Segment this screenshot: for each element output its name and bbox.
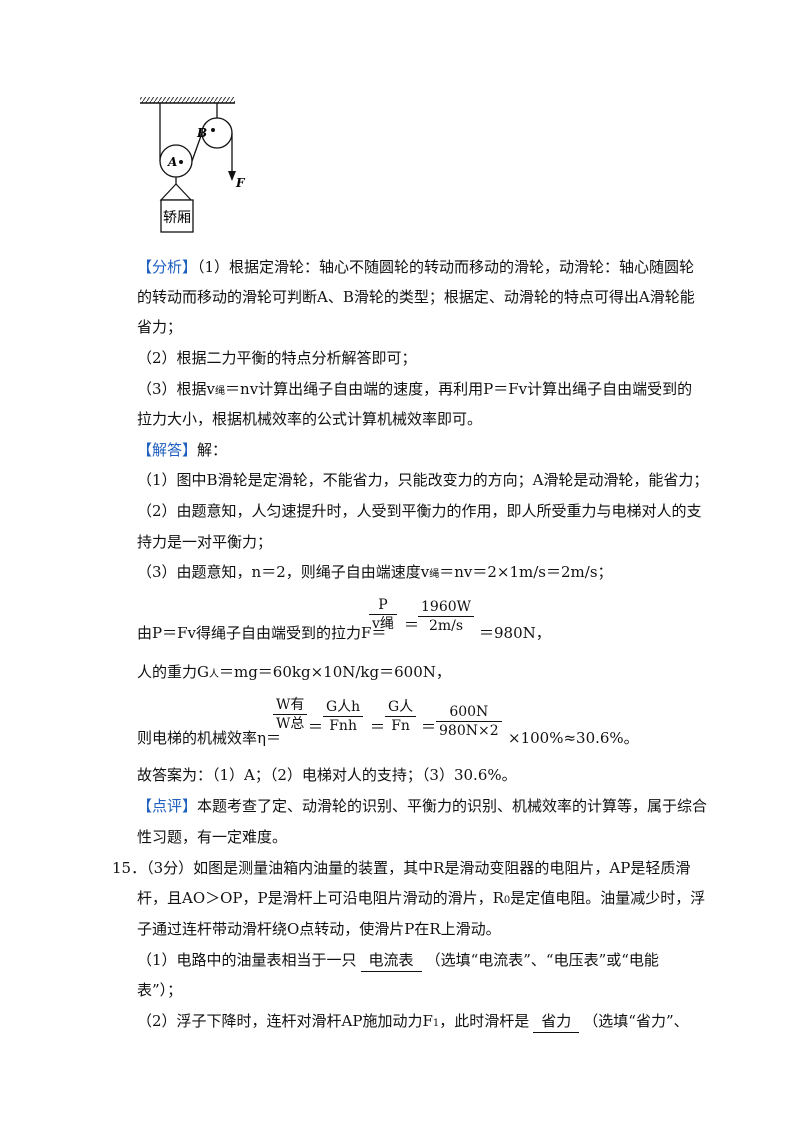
question-15-part-1-cont: 表”）； [137, 981, 183, 999]
efficiency-result: ×100%≈30.6%。 [508, 729, 639, 747]
analysis-line-5: （3）根据v绳＝nv计算出绳子自由端的速度，再利用P＝Fv计算出绳子自由端受到的 [137, 380, 693, 398]
pulley-diagram: A B F 轿厢 [140, 97, 246, 233]
force-result: ＝980N， [479, 624, 551, 642]
analysis-line-1: 【分析】（1）根据定滑轮：轴心不随圆轮的转动而移动的滑轮，动滑轮：轴心随圆轮 [137, 258, 695, 276]
analysis-line-4: （2）根据二力平衡的特点分析解答即可； [137, 349, 417, 367]
force-eq: ＝ [404, 616, 420, 634]
efficiency-prefix: 则电梯的机械效率η＝ [137, 729, 281, 747]
eff-eq-3: ＝ [421, 718, 437, 736]
comment-tag: 【点评】 [137, 797, 198, 815]
question-15-part-1: （1）电路中的油量表相当于一只电流表（选填“电流表”、“电压表”或“电能 [137, 949, 659, 972]
eff-eq-1: ＝ [308, 718, 324, 736]
solution-line-3: 持力是一对平衡力； [137, 533, 273, 551]
box-label: 轿厢 [163, 210, 191, 226]
force-prefix: 由P＝Fv得绳子自由端受到的拉力F＝ [137, 624, 387, 642]
answer-line: 故答案为：（1）A；（2）电梯对人的支持；（3）30.6%。 [137, 766, 517, 784]
solution-line-1: （1）图中B滑轮是定滑轮，不能省力，只能改变力的方向；A滑轮是动滑轮，能省力； [137, 471, 709, 489]
comment-line-2: 性习题，有一定难度。 [137, 828, 288, 846]
analysis-line-3: 省力； [137, 318, 183, 336]
elevator-car [160, 199, 194, 233]
analysis-line-6: 拉力大小，根据机械效率的公式计算机械效率即可。 [137, 410, 483, 428]
force-arrow [228, 171, 236, 181]
question-15-line-1: 15．（3分）如图是测量油箱内油量的装置，其中R是滑动变阻器的电阻片，AP是轻质… [112, 859, 691, 877]
analysis-line-2: 的转动而移动的滑轮可判断A、B滑轮的类型；根据定、动滑轮的特点可得出A滑轮能 [137, 288, 695, 306]
comment-line-1: 【点评】本题考查了定、动滑轮的识别、平衡力的识别、机械效率的计算等，属于综合 [137, 797, 708, 815]
question-15-line-2: 杆，且AO＞OP，P是滑杆上可沿电阻片滑动的滑片，R0是定值电阻。油量减少时，浮 [137, 889, 706, 907]
eff-eq-2: ＝ [370, 718, 386, 736]
gravity-line: 人的重力G人＝mg＝60kg×10N/kg＝600N， [137, 663, 451, 681]
label-f: F [235, 176, 246, 190]
solution-line-2: （2）由题意知，人匀速提升时，人受到平衡力的作用，即人所受重力与电梯对人的支 [137, 502, 702, 520]
solution-header: 【解答】解： [137, 441, 228, 459]
question-number: 15． [112, 859, 147, 877]
question-15-part-2: （2）浮子下降时，连杆对滑杆AP施加动力F1，此时滑杆是省力（选填“省力”、 [137, 1010, 689, 1035]
question-15-line-3: 子通过连杆带动滑杆绕O点转动，使滑片P在R上滑动。 [137, 920, 501, 938]
label-a: A [167, 155, 177, 169]
solution-tag: 【解答】 [137, 441, 198, 459]
label-b: B [196, 126, 207, 140]
solution-line-4: （3）由题意知，n＝2，则绳子自由端速度v绳＝nv＝2×1m/s＝2m/s； [137, 563, 613, 581]
analysis-tag: 【分析】 [137, 258, 198, 276]
ceiling [140, 97, 235, 103]
answer-blank-1: 电流表 [360, 949, 422, 972]
rope-middle [191, 132, 203, 162]
answer-blank-2: 省力 [533, 1010, 580, 1033]
